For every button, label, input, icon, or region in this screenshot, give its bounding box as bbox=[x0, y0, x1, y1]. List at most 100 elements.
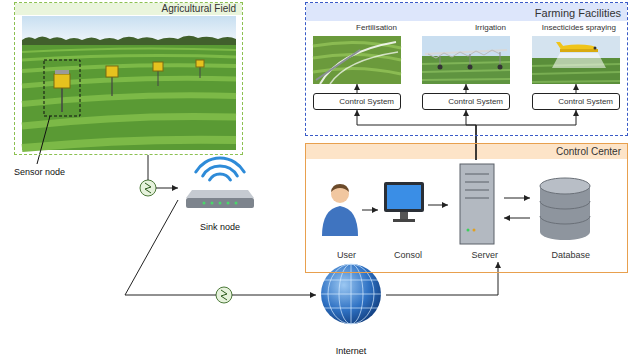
process-box: Control System bbox=[532, 93, 620, 110]
connector-line bbox=[148, 155, 149, 180]
globe-icon bbox=[351, 264, 352, 324]
wireless-symbol bbox=[216, 287, 232, 303]
field-photo bbox=[106, 66, 118, 77]
router-icon bbox=[210, 174, 231, 180]
node-label: Control System bbox=[558, 97, 613, 107]
server-icon bbox=[465, 174, 489, 175]
spraying-photo bbox=[552, 53, 606, 68]
wireless-symbol bbox=[221, 290, 227, 300]
field-photo bbox=[22, 56, 236, 60]
connector bbox=[148, 155, 178, 188]
server-node: Server bbox=[448, 160, 504, 262]
irrigation-photo bbox=[438, 65, 443, 70]
fertilisation-photo bbox=[313, 36, 401, 84]
connector-line bbox=[357, 110, 476, 160]
connector-line bbox=[504, 198, 530, 199]
node-label: Consol bbox=[394, 250, 422, 262]
connector-line bbox=[386, 262, 498, 295]
user-icon bbox=[331, 184, 349, 192]
irrigation-photo bbox=[425, 50, 507, 54]
field-photo bbox=[54, 74, 70, 88]
field-photo bbox=[22, 48, 236, 52]
router-icon bbox=[219, 202, 222, 205]
user-icon bbox=[322, 184, 358, 236]
connector bbox=[362, 210, 378, 211]
panel-bands bbox=[306, 3, 627, 21]
field-photo bbox=[200, 67, 201, 78]
node-label: Irrigation bbox=[475, 22, 506, 34]
connector bbox=[386, 262, 498, 295]
server-icon bbox=[460, 164, 494, 244]
facilities-panel: Farming FacilitiesFertilisation Irrigatio… bbox=[305, 2, 628, 136]
connector bbox=[357, 110, 476, 160]
database-icon bbox=[540, 178, 590, 194]
panel-bands bbox=[15, 3, 627, 159]
connector-line bbox=[466, 84, 467, 93]
router-icon bbox=[186, 158, 254, 208]
connector bbox=[125, 200, 316, 295]
monitor-icon bbox=[384, 182, 424, 212]
node-label: Database bbox=[551, 250, 590, 262]
monitor-icon bbox=[387, 185, 421, 209]
field-photo bbox=[22, 140, 236, 148]
router-icon bbox=[196, 158, 244, 172]
connector bbox=[428, 205, 448, 206]
field-panel: Agricultural Field bbox=[14, 2, 243, 155]
node-label: Internet bbox=[336, 346, 367, 358]
wireless-symbol bbox=[140, 180, 156, 196]
fertilisation-photo bbox=[313, 36, 401, 84]
connector-line bbox=[156, 188, 178, 189]
irrigation-photo bbox=[500, 52, 501, 66]
field-photo bbox=[22, 16, 236, 164]
facility-photo: Fertilisation bbox=[311, 22, 403, 84]
fertilisation-photo bbox=[316, 50, 360, 80]
field-photo bbox=[37, 116, 50, 164]
internet-node: Internet bbox=[316, 262, 386, 358]
router-icon bbox=[186, 198, 254, 208]
spraying-photo bbox=[560, 49, 598, 52]
router-icon bbox=[227, 202, 230, 205]
connector-line bbox=[428, 205, 448, 206]
database-icon bbox=[540, 201, 590, 209]
irrigation-photo bbox=[468, 65, 473, 70]
field-photo bbox=[22, 116, 236, 126]
router-icon bbox=[203, 166, 238, 176]
server-icon bbox=[460, 164, 494, 244]
irrigation-photo bbox=[422, 36, 510, 84]
monitor-icon bbox=[384, 182, 424, 222]
server-icon bbox=[467, 229, 470, 232]
spraying-photo bbox=[594, 47, 597, 50]
spraying-photo bbox=[556, 42, 564, 48]
connector bbox=[357, 84, 358, 93]
globe-icon bbox=[321, 264, 381, 324]
monitor-icon bbox=[400, 212, 408, 219]
irrigation-photo bbox=[422, 36, 510, 56]
connector-line bbox=[504, 218, 530, 219]
panel-title: Farming Facilities bbox=[535, 6, 621, 21]
connector-line bbox=[576, 84, 577, 93]
spraying-photo bbox=[532, 36, 620, 84]
fertilisation-photo bbox=[330, 52, 398, 84]
connector-line bbox=[466, 110, 476, 160]
server-icon bbox=[473, 229, 476, 232]
connector bbox=[466, 110, 476, 160]
panel-title: Agricultural Field bbox=[162, 3, 236, 15]
database-icon bbox=[540, 178, 590, 240]
irrigation-photo bbox=[422, 62, 510, 80]
node-label: Server bbox=[471, 250, 498, 262]
router-icon bbox=[186, 190, 254, 198]
node-label: Insecticides spraying bbox=[542, 22, 616, 34]
process-box: Control System bbox=[313, 93, 401, 110]
process-box: Control System bbox=[422, 93, 510, 110]
field-photo bbox=[22, 95, 236, 104]
node-label: Control System bbox=[448, 97, 503, 107]
panel-title: Control Center bbox=[556, 145, 621, 158]
field-photo bbox=[153, 62, 163, 71]
connector bbox=[466, 84, 467, 93]
server-icon bbox=[465, 198, 489, 199]
facility-photo: Insecticides spraying bbox=[530, 22, 622, 84]
user-icon bbox=[331, 185, 349, 203]
